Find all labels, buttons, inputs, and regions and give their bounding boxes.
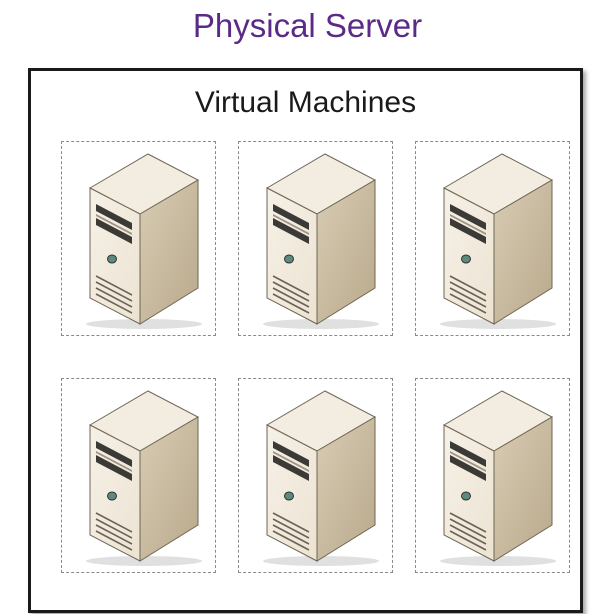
server-tower-icon	[86, 390, 202, 566]
server-tower-icon	[86, 153, 202, 329]
physical-server-title: Physical Server	[192, 7, 423, 44]
virtual-machines-heading: Virtual Machines	[194, 86, 417, 119]
physical-server-container: Virtual Machines	[28, 68, 583, 613]
virtual-machine-4	[61, 378, 216, 573]
virtual-machine-6	[415, 378, 570, 573]
virtual-machine-5	[238, 378, 393, 573]
server-tower-icon	[440, 153, 556, 329]
virtual-machine-1	[61, 141, 216, 336]
server-tower-icon	[263, 390, 379, 566]
server-tower-icon	[263, 153, 379, 329]
virtual-machine-2	[238, 141, 393, 336]
virtual-machine-3	[415, 141, 570, 336]
server-tower-icon	[440, 390, 556, 566]
